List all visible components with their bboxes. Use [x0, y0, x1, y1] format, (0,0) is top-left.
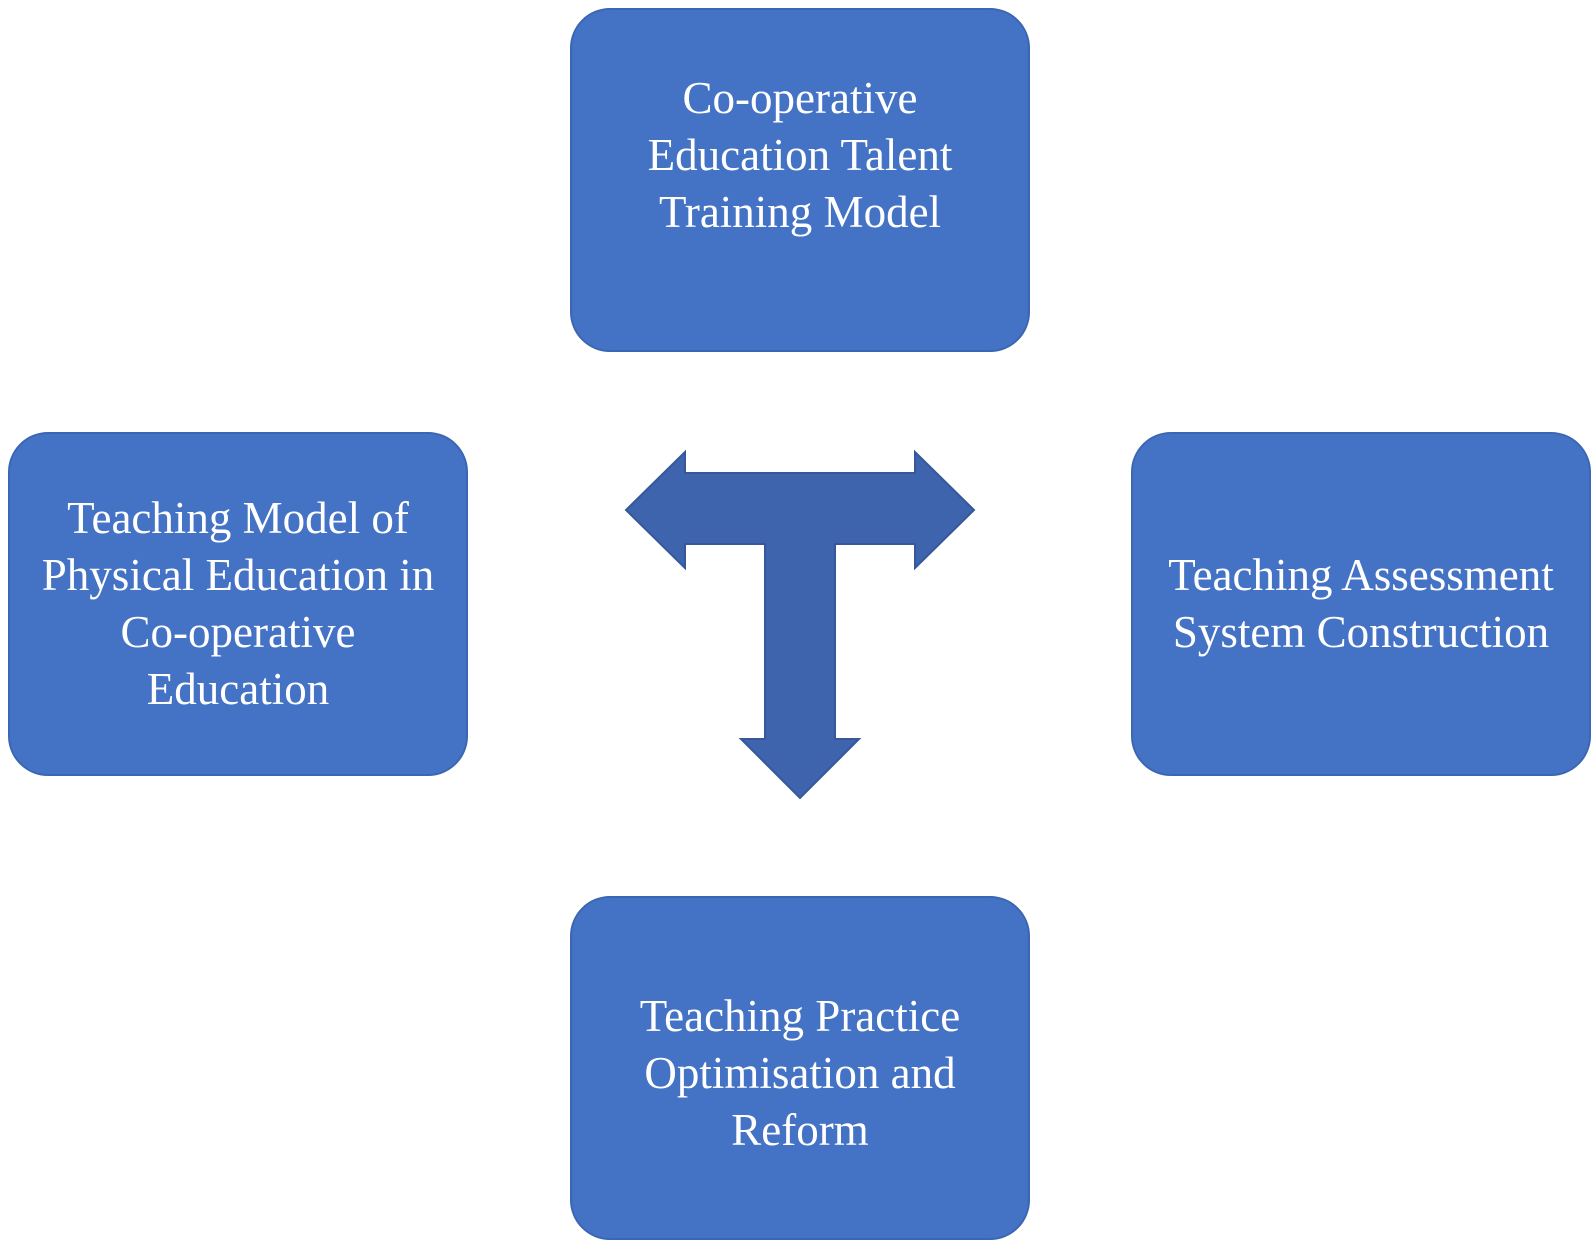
t-arrow-shape [624, 449, 976, 800]
node-label-left: Teaching Model of Physical Education in … [41, 493, 435, 714]
node-teaching-practice-optimisation-reform: Teaching Practice Optimisation and Refor… [570, 896, 1030, 1240]
node-label-top: Co-operative Education Talent Training M… [647, 72, 953, 237]
node-label-right: Teaching Assessment System Construction [1168, 550, 1554, 657]
node-teaching-model-physical-education: Teaching Model of Physical Education in … [8, 432, 468, 776]
node-label-bottom: Teaching Practice Optimisation and Refor… [639, 990, 961, 1155]
node-cooperative-education-talent-training-model: Co-operative Education Talent Training M… [570, 8, 1030, 352]
node-teaching-assessment-system-construction: Teaching Assessment System Construction [1131, 432, 1591, 776]
